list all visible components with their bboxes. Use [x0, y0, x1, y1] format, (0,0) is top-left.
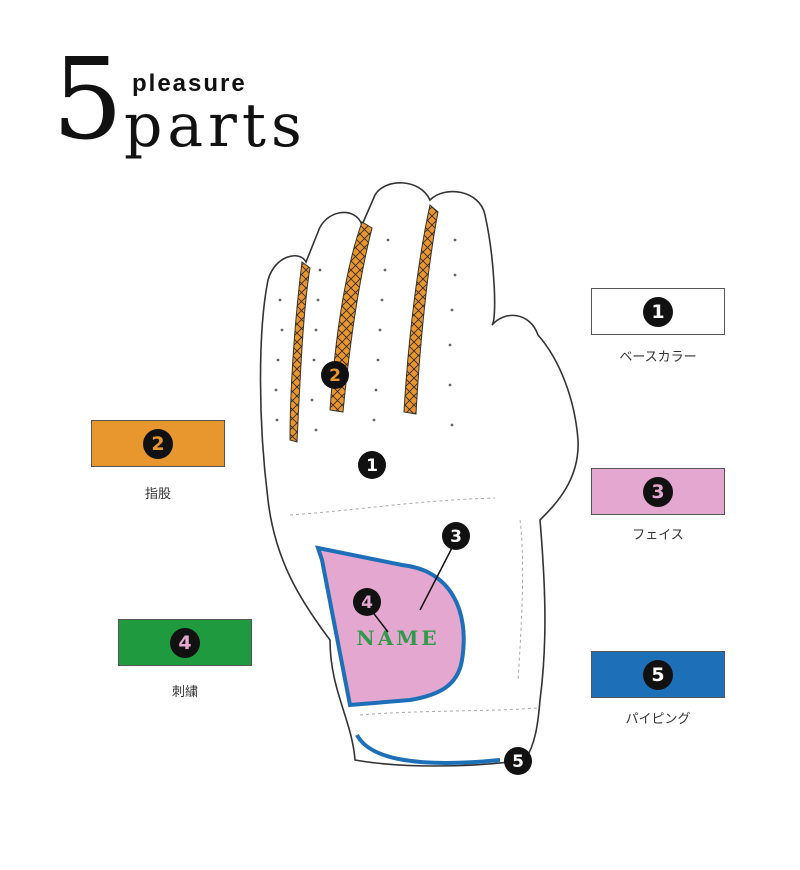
- title-number: 5: [52, 35, 124, 165]
- caption-embroidery: 刺繍: [171, 685, 198, 700]
- stitch-line-cuff: [359, 707, 539, 716]
- embroidery-text: NAME: [356, 626, 439, 650]
- swatch-piping: 5: [591, 651, 725, 698]
- glove-marker-circle-4: [353, 588, 381, 616]
- title-subtitle: pleasure: [132, 70, 247, 97]
- perforation-dots: [274, 238, 457, 432]
- finger-strip-1: [289, 261, 311, 443]
- glove-marker-label-1: 1: [366, 456, 378, 476]
- swatch-face: 3: [591, 468, 725, 515]
- caption-face: フェイス: [632, 528, 684, 543]
- glove-marker-label-2: 2: [329, 366, 341, 386]
- swatch-finger-crotch: 2: [91, 420, 225, 467]
- stitch-line-wrist: [289, 497, 496, 516]
- swatch-base-color: 1: [591, 288, 725, 335]
- glove-marker-3: 3: [442, 522, 470, 550]
- glove-marker-label-5: 5: [512, 752, 524, 772]
- caption-base-color: ベースカラー: [619, 350, 697, 365]
- swatch-embroidery: 4: [118, 619, 252, 666]
- badge-1: 1: [643, 296, 673, 327]
- glove-marker-label-4: 4: [361, 593, 373, 613]
- glove-marker-1: 1: [358, 451, 386, 479]
- badge-3: 3: [643, 476, 673, 507]
- glove-marker-circle-3: [442, 522, 470, 550]
- glove-marker-circle-1: [358, 451, 386, 479]
- badge-2: 2: [143, 428, 173, 459]
- badge-4: 4: [170, 627, 200, 658]
- glove-marker-circle-2: [321, 361, 349, 389]
- badge-5: 5: [643, 659, 673, 690]
- glove-marker-circle-5: [504, 747, 532, 775]
- title-main: parts: [124, 91, 307, 161]
- face-panel-piping: [315, 545, 466, 708]
- glove-marker-label-3: 3: [450, 527, 462, 547]
- cuff-piping: [355, 733, 501, 765]
- caption-piping: パイピング: [625, 712, 691, 727]
- glove-marker-2: 2: [321, 361, 349, 389]
- glove-marker-4: 4: [353, 588, 381, 616]
- stitch-line-thumb: [517, 519, 524, 681]
- glove-marker-5: 5: [504, 747, 532, 775]
- finger-strip-3: [403, 204, 439, 415]
- caption-finger-crotch: 指股: [144, 487, 171, 502]
- leader-line-3: [419, 541, 456, 611]
